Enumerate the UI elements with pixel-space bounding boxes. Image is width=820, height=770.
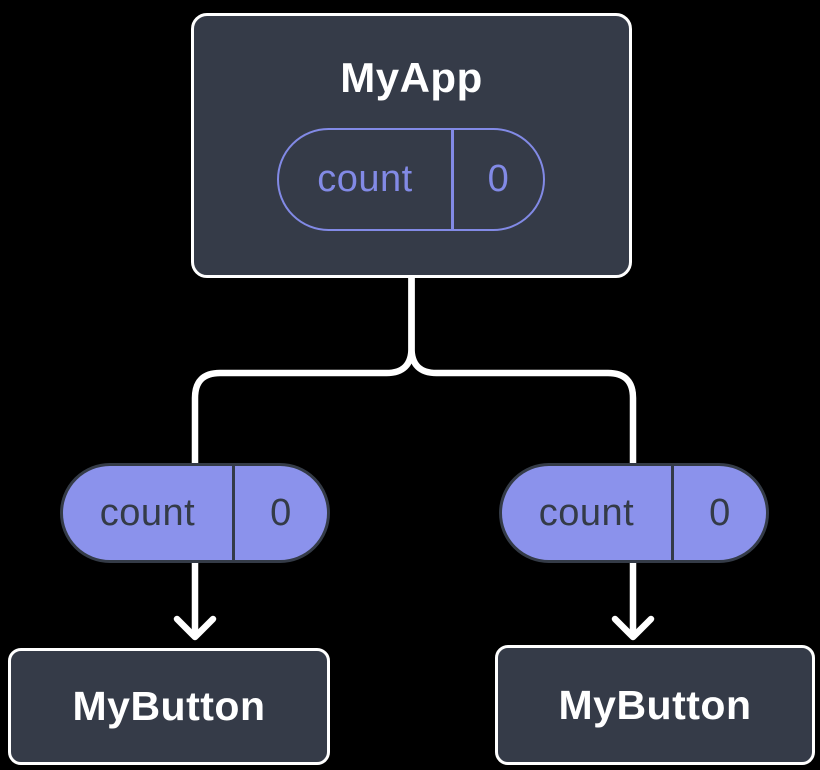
arrowhead-right-icon xyxy=(611,615,655,641)
child-component-node-left: MyButton xyxy=(8,648,330,765)
state-value: 0 xyxy=(270,491,292,534)
branch-left-line xyxy=(191,272,415,636)
state-value: 0 xyxy=(709,491,731,534)
child-component-label: MyButton xyxy=(558,681,752,728)
root-state-pill: count 0 xyxy=(277,128,545,231)
root-component-node xyxy=(191,13,632,278)
child-component-node-right: MyButton xyxy=(495,645,815,765)
arrowhead-left-icon xyxy=(173,615,217,641)
left-prop-pill: count 0 xyxy=(60,463,330,563)
branch-right-line xyxy=(408,272,637,636)
pill-divider xyxy=(232,466,235,560)
child-component-label: MyButton xyxy=(72,683,266,729)
pill-divider xyxy=(451,130,454,229)
pill-divider xyxy=(671,466,674,560)
root-component-title: MyApp xyxy=(340,54,483,101)
right-prop-pill: count 0 xyxy=(499,463,769,563)
state-value: 0 xyxy=(487,158,509,200)
state-name: count xyxy=(538,491,635,534)
state-name: count xyxy=(317,158,413,200)
state-name: count xyxy=(99,491,196,534)
